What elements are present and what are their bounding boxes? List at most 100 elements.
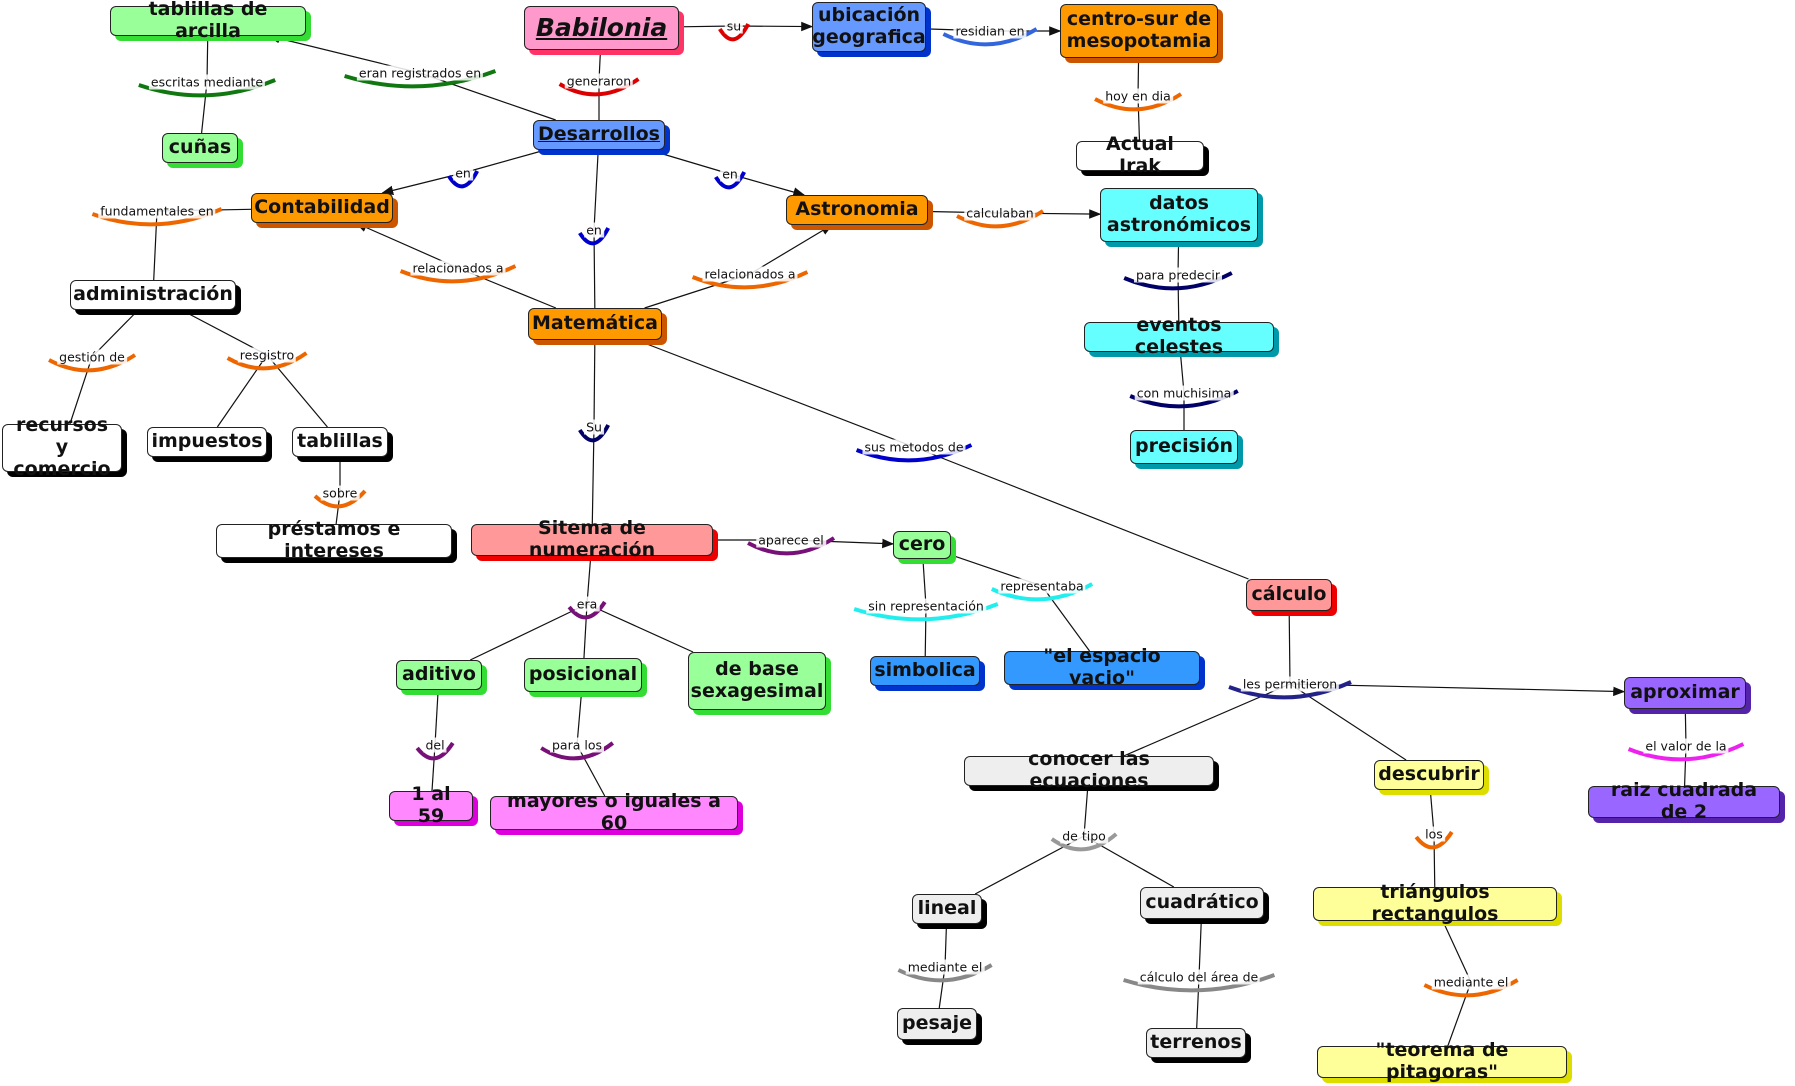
connector-arc [1414,830,1454,850]
link-label-les-perm: les permitieron [1240,676,1340,692]
concept-precision: precisión [1130,430,1238,464]
link-line [434,689,439,746]
concept-sistema: Sitema de numeración [471,517,713,561]
link-line [924,605,927,657]
link-line [636,339,915,448]
concept-tablillas-arcilla: tablillas de arcilla [110,0,306,42]
link-label-resgistro: resgistro [237,347,297,363]
link-line [583,603,588,659]
link-label-eran-reg: eran registrados en [356,65,484,81]
concept-datos-astro: datos astronómicos [1100,188,1258,242]
link-label-del: del [423,737,447,753]
link-line [1137,95,1141,142]
link-label-hoy: hoy en dia [1103,88,1173,104]
link-line [153,210,158,281]
link-line [749,224,833,275]
link-line [649,149,731,175]
link-label-los: los [1423,826,1445,842]
concept-eventos: eventos celestes [1084,314,1274,358]
link-line [419,72,556,121]
link-label-en1: en [453,165,473,181]
connector-arc [447,170,479,189]
link-label-para-predecir: para predecir [1134,267,1222,283]
connector-arc [1627,742,1745,762]
concept-ubicacion: ubicación geografica [812,2,926,52]
link-line [1196,976,1200,1029]
link-line [69,356,93,425]
connector-arc [718,23,750,42]
link-label-sin-rep: sin representación [866,598,986,614]
concept-recursos: recursos y comercio [2,414,122,480]
concept-aditivo: aditivo [396,660,482,690]
link-line [462,149,546,174]
concept-mayores60: mayores o iguales a 60 [490,790,738,834]
link-label-sus-metodos: sus metodos de [862,439,966,455]
link-label-su: su [724,18,744,34]
concept-uno-59: 1 al 59 [389,783,473,827]
link-line [1288,610,1291,685]
link-label-residian: residian en [953,23,1027,39]
concept-pitagoras: "teorema de pitagoras" [1317,1039,1567,1083]
concept-sexagesimal: de base sexagesimal [688,652,826,710]
concept-matematica: Matemática [528,308,662,340]
connector-arc [578,424,610,443]
connector-arc [540,741,615,761]
link-label-de-tipo: de tipo [1060,828,1108,844]
concept-conocer: conocer las ecuaciones [964,748,1214,792]
link-line [1447,981,1472,1047]
link-label-escritas: escritas mediante [148,74,266,90]
link-line [1433,833,1436,888]
link-label-rel2: relacionados a [702,266,798,282]
link-line [591,426,595,525]
link-label-fundamentales: fundamentales en [98,203,216,219]
link-line [1083,785,1089,837]
link-line [586,603,694,653]
link-line [593,339,596,428]
concept-aproximar: aproximar [1624,677,1746,709]
link-label-representaba: representaba [998,578,1086,594]
concept-cero: cero [893,531,951,559]
connector-arc [313,489,367,509]
connector-arc [942,27,1038,47]
concept-posicional: posicional [524,658,642,692]
concept-calculo: cálculo [1246,579,1332,611]
concept-cuadratico: cuadrático [1140,887,1264,919]
link-label-en3: en [720,166,740,182]
link-line [922,558,927,607]
connector-arc [714,171,746,190]
concept-desarrollos: Desarrollos [533,120,665,150]
concept-babilonia: Babilonia [524,6,679,50]
link-line [206,35,209,83]
concept-contabilidad: Contabilidad [251,193,393,223]
connector-arc [578,227,610,246]
link-label-con-much: con muchisima [1134,385,1234,401]
link-line [593,149,599,231]
link-line [576,744,606,797]
concept-lineal: lineal [912,894,982,924]
concept-impuestos: impuestos [147,427,267,457]
link-label-calculaban: calculaban [964,205,1036,221]
link-label-mediante1: mediante el [905,959,985,975]
concept-cunas: cuñas [162,133,238,163]
link-line [1442,920,1472,983]
link-label-generaron: generaron [564,73,634,89]
connector-arc [226,351,308,371]
concept-espacio: "el espacio vacio" [1004,645,1200,689]
link-line [1083,835,1175,888]
link-label-mediante2: mediante el [1431,974,1511,990]
link-label-Su2: Su [584,419,604,435]
link-line [1198,918,1202,978]
concept-astronomia: Astronomia [786,195,928,225]
link-label-aparece: aparece el [756,532,826,548]
concept-administracion: administración [70,280,236,310]
concept-terrenos: terrenos [1146,1028,1246,1058]
link-line [91,309,139,358]
link-line [431,744,436,792]
concept-raiz: raiz cuadrada de 2 [1588,779,1780,823]
concept-prestamos: préstamos e intereses [216,518,452,562]
concept-actual-irak: Actual Irak [1076,133,1204,177]
link-line [470,603,588,661]
link-label-en2: en [584,222,604,238]
link-label-rel1: relacionados a [410,260,506,276]
